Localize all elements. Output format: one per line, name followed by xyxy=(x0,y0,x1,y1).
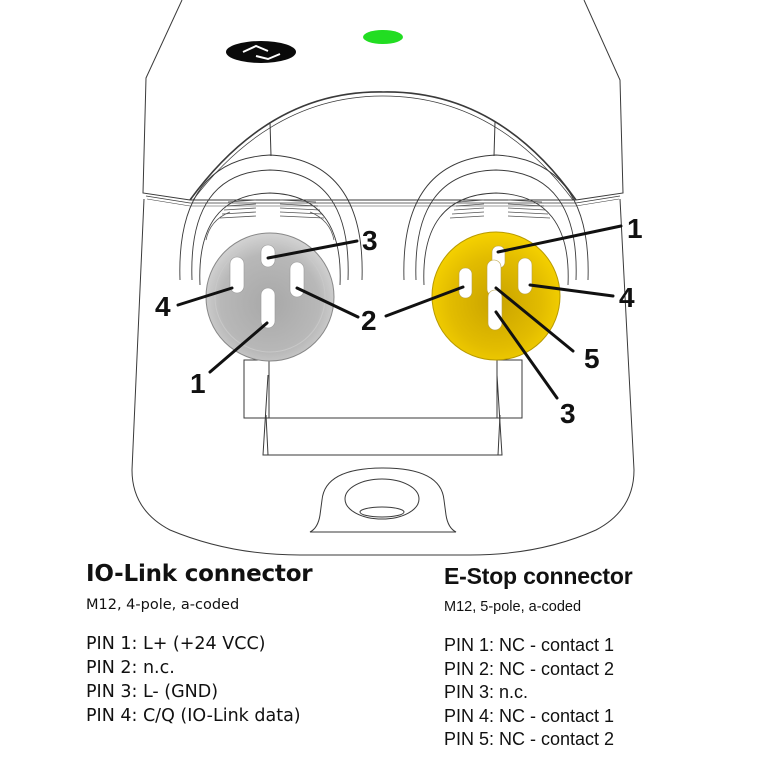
device-drawing: 3 4 2 1 1 4 5 3 2 xyxy=(131,0,643,556)
estop-callout-5: 5 xyxy=(584,343,600,374)
estop-pin-list: PIN 1: NC - contact 1 PIN 2: NC - contac… xyxy=(444,634,632,752)
estop-pin-item: PIN 4: NC - contact 1 xyxy=(444,705,615,726)
mounting-tab xyxy=(309,467,457,533)
iolink-callout-line-2 xyxy=(295,286,360,319)
estop-callout-lines xyxy=(384,224,623,400)
estop-pin-item: PIN 1: NC - contact 1 xyxy=(444,635,615,655)
estop-callout-line-2 xyxy=(384,285,465,318)
estop-pin-item: PIN 2: NC - contact 2 xyxy=(444,658,615,679)
iolink-callout-1: 1 xyxy=(190,368,206,399)
housing xyxy=(131,0,635,556)
iolink-callout-3: 3 xyxy=(362,225,378,256)
iolink-pin-4 xyxy=(229,256,245,294)
iolink-callout-line-3 xyxy=(266,239,359,260)
estop-callout-1: 1 xyxy=(627,213,643,244)
estop-callout-line-4 xyxy=(528,283,615,298)
iolink-title: IO-Link connector xyxy=(86,561,313,587)
housing-upper-outline xyxy=(142,0,624,201)
estop-subtitle: M12, 5-pole, a-coded xyxy=(444,599,582,615)
iolink-callout-lines xyxy=(176,239,360,374)
io-link-symbol-icon xyxy=(226,41,296,63)
iolink-legend: IO-Link connector M12, 4-pole, a-coded P… xyxy=(86,560,313,728)
iolink-connector xyxy=(179,154,363,362)
iolink-callout-2: 2 xyxy=(361,305,377,336)
iolink-pin-list: PIN 1: L+ (+24 VCC) PIN 2: n.c. PIN 3: L… xyxy=(86,632,312,728)
iolink-callout-line-4 xyxy=(176,286,234,307)
estop-callout-line-1 xyxy=(496,224,623,254)
status-led xyxy=(363,30,403,44)
estop-callout-4: 4 xyxy=(619,282,635,313)
iolink-pin-1 xyxy=(260,287,276,329)
estop-callout-line-3 xyxy=(494,310,559,400)
estop-legend: E-Stop connector M12, 5-pole, a-coded PI… xyxy=(444,562,633,752)
mounting-hole xyxy=(344,478,420,520)
housing-lower-outline xyxy=(131,198,635,556)
iolink-pin-item: PIN 2: n.c. xyxy=(86,658,175,678)
estop-callout-3: 3 xyxy=(560,398,576,429)
iolink-subtitle: M12, 4-pole, a-coded xyxy=(86,597,240,613)
iolink-pin-item: PIN 4: C/Q (IO-Link data) xyxy=(86,706,301,726)
estop-callout-line-5 xyxy=(494,286,575,353)
estop-pin-item: PIN 3: n.c. xyxy=(444,682,529,702)
estop-title: E-Stop connector xyxy=(444,563,633,589)
iolink-pin-item: PIN 1: L+ (+24 VCC) xyxy=(86,634,266,654)
estop-pin-3 xyxy=(487,289,503,331)
estop-pin-2 xyxy=(458,267,473,299)
iolink-pin-item: PIN 3: L- (GND) xyxy=(86,682,219,702)
estop-pin-4 xyxy=(517,257,533,295)
iolink-callout-4: 4 xyxy=(155,291,171,322)
iolink-callout-line-1 xyxy=(208,321,269,374)
estop-connector xyxy=(403,154,589,361)
estop-pin-item: PIN 5: NC - contact 2 xyxy=(444,729,615,749)
